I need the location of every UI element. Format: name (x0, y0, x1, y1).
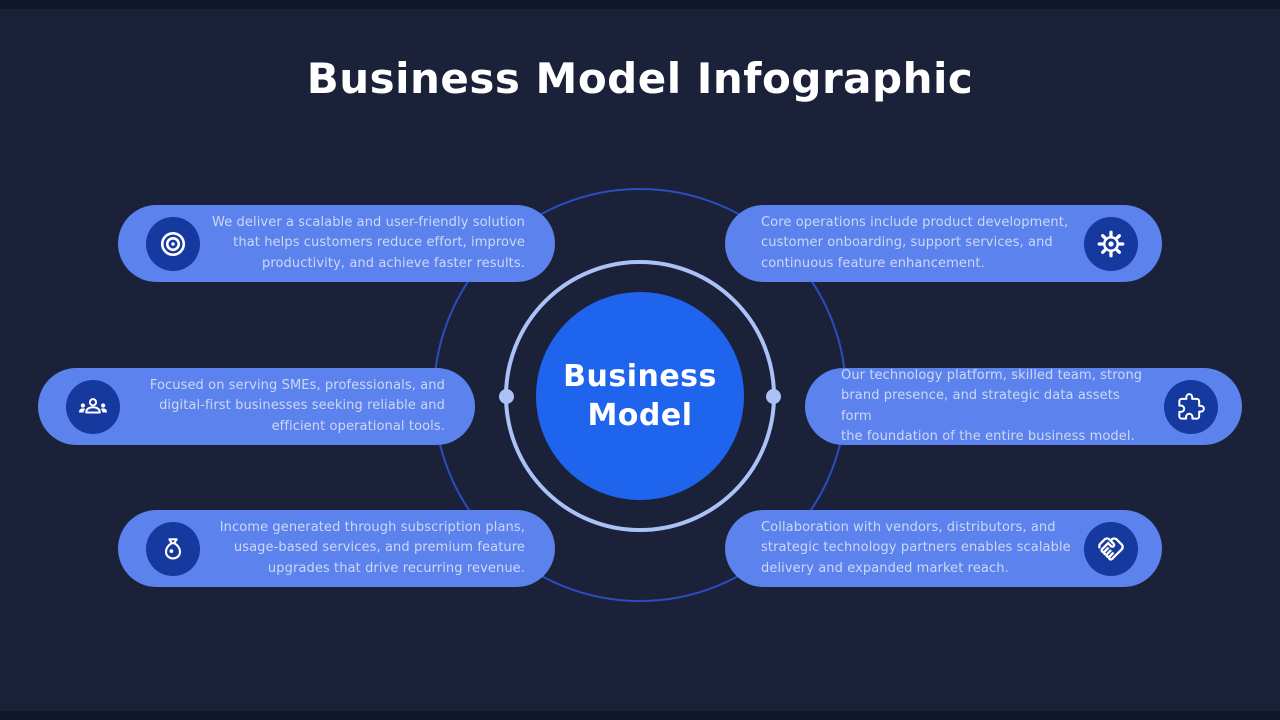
card-customer-segments: Focused on serving SMEs, professionals, … (38, 368, 475, 445)
orbit-dot-right (766, 389, 781, 404)
puzzle-icon (1164, 379, 1218, 434)
card-text: Core operations include product developm… (761, 214, 1069, 271)
card-key-resources: Our technology platform, skilled team, s… (805, 368, 1242, 445)
card-key-activities: Core operations include product developm… (725, 205, 1162, 282)
gear-icon (1084, 216, 1138, 271)
page-title: Business Model Infographic (306, 54, 974, 103)
center-label: Business Model (563, 359, 717, 433)
orbit-dot-left (499, 389, 514, 404)
handshake-icon (1084, 521, 1138, 576)
target-icon (146, 216, 200, 271)
card-text: Collaboration with vendors, distributors… (761, 519, 1071, 576)
card-text: Income generated through subscription pl… (219, 519, 525, 576)
card-key-partners: Collaboration with vendors, distributors… (725, 510, 1162, 587)
users-icon (66, 379, 120, 434)
card-text: Focused on serving SMEs, professionals, … (149, 377, 445, 434)
card-text: Our technology platform, skilled team, s… (841, 367, 1143, 445)
card-value-proposition: We deliver a scalable and user-friendly … (118, 205, 555, 282)
money-bag-icon (146, 521, 200, 576)
center-circle: Business Model (536, 292, 744, 500)
card-revenue-streams: Income generated through subscription pl… (118, 510, 555, 587)
card-text: We deliver a scalable and user-friendly … (212, 214, 525, 271)
